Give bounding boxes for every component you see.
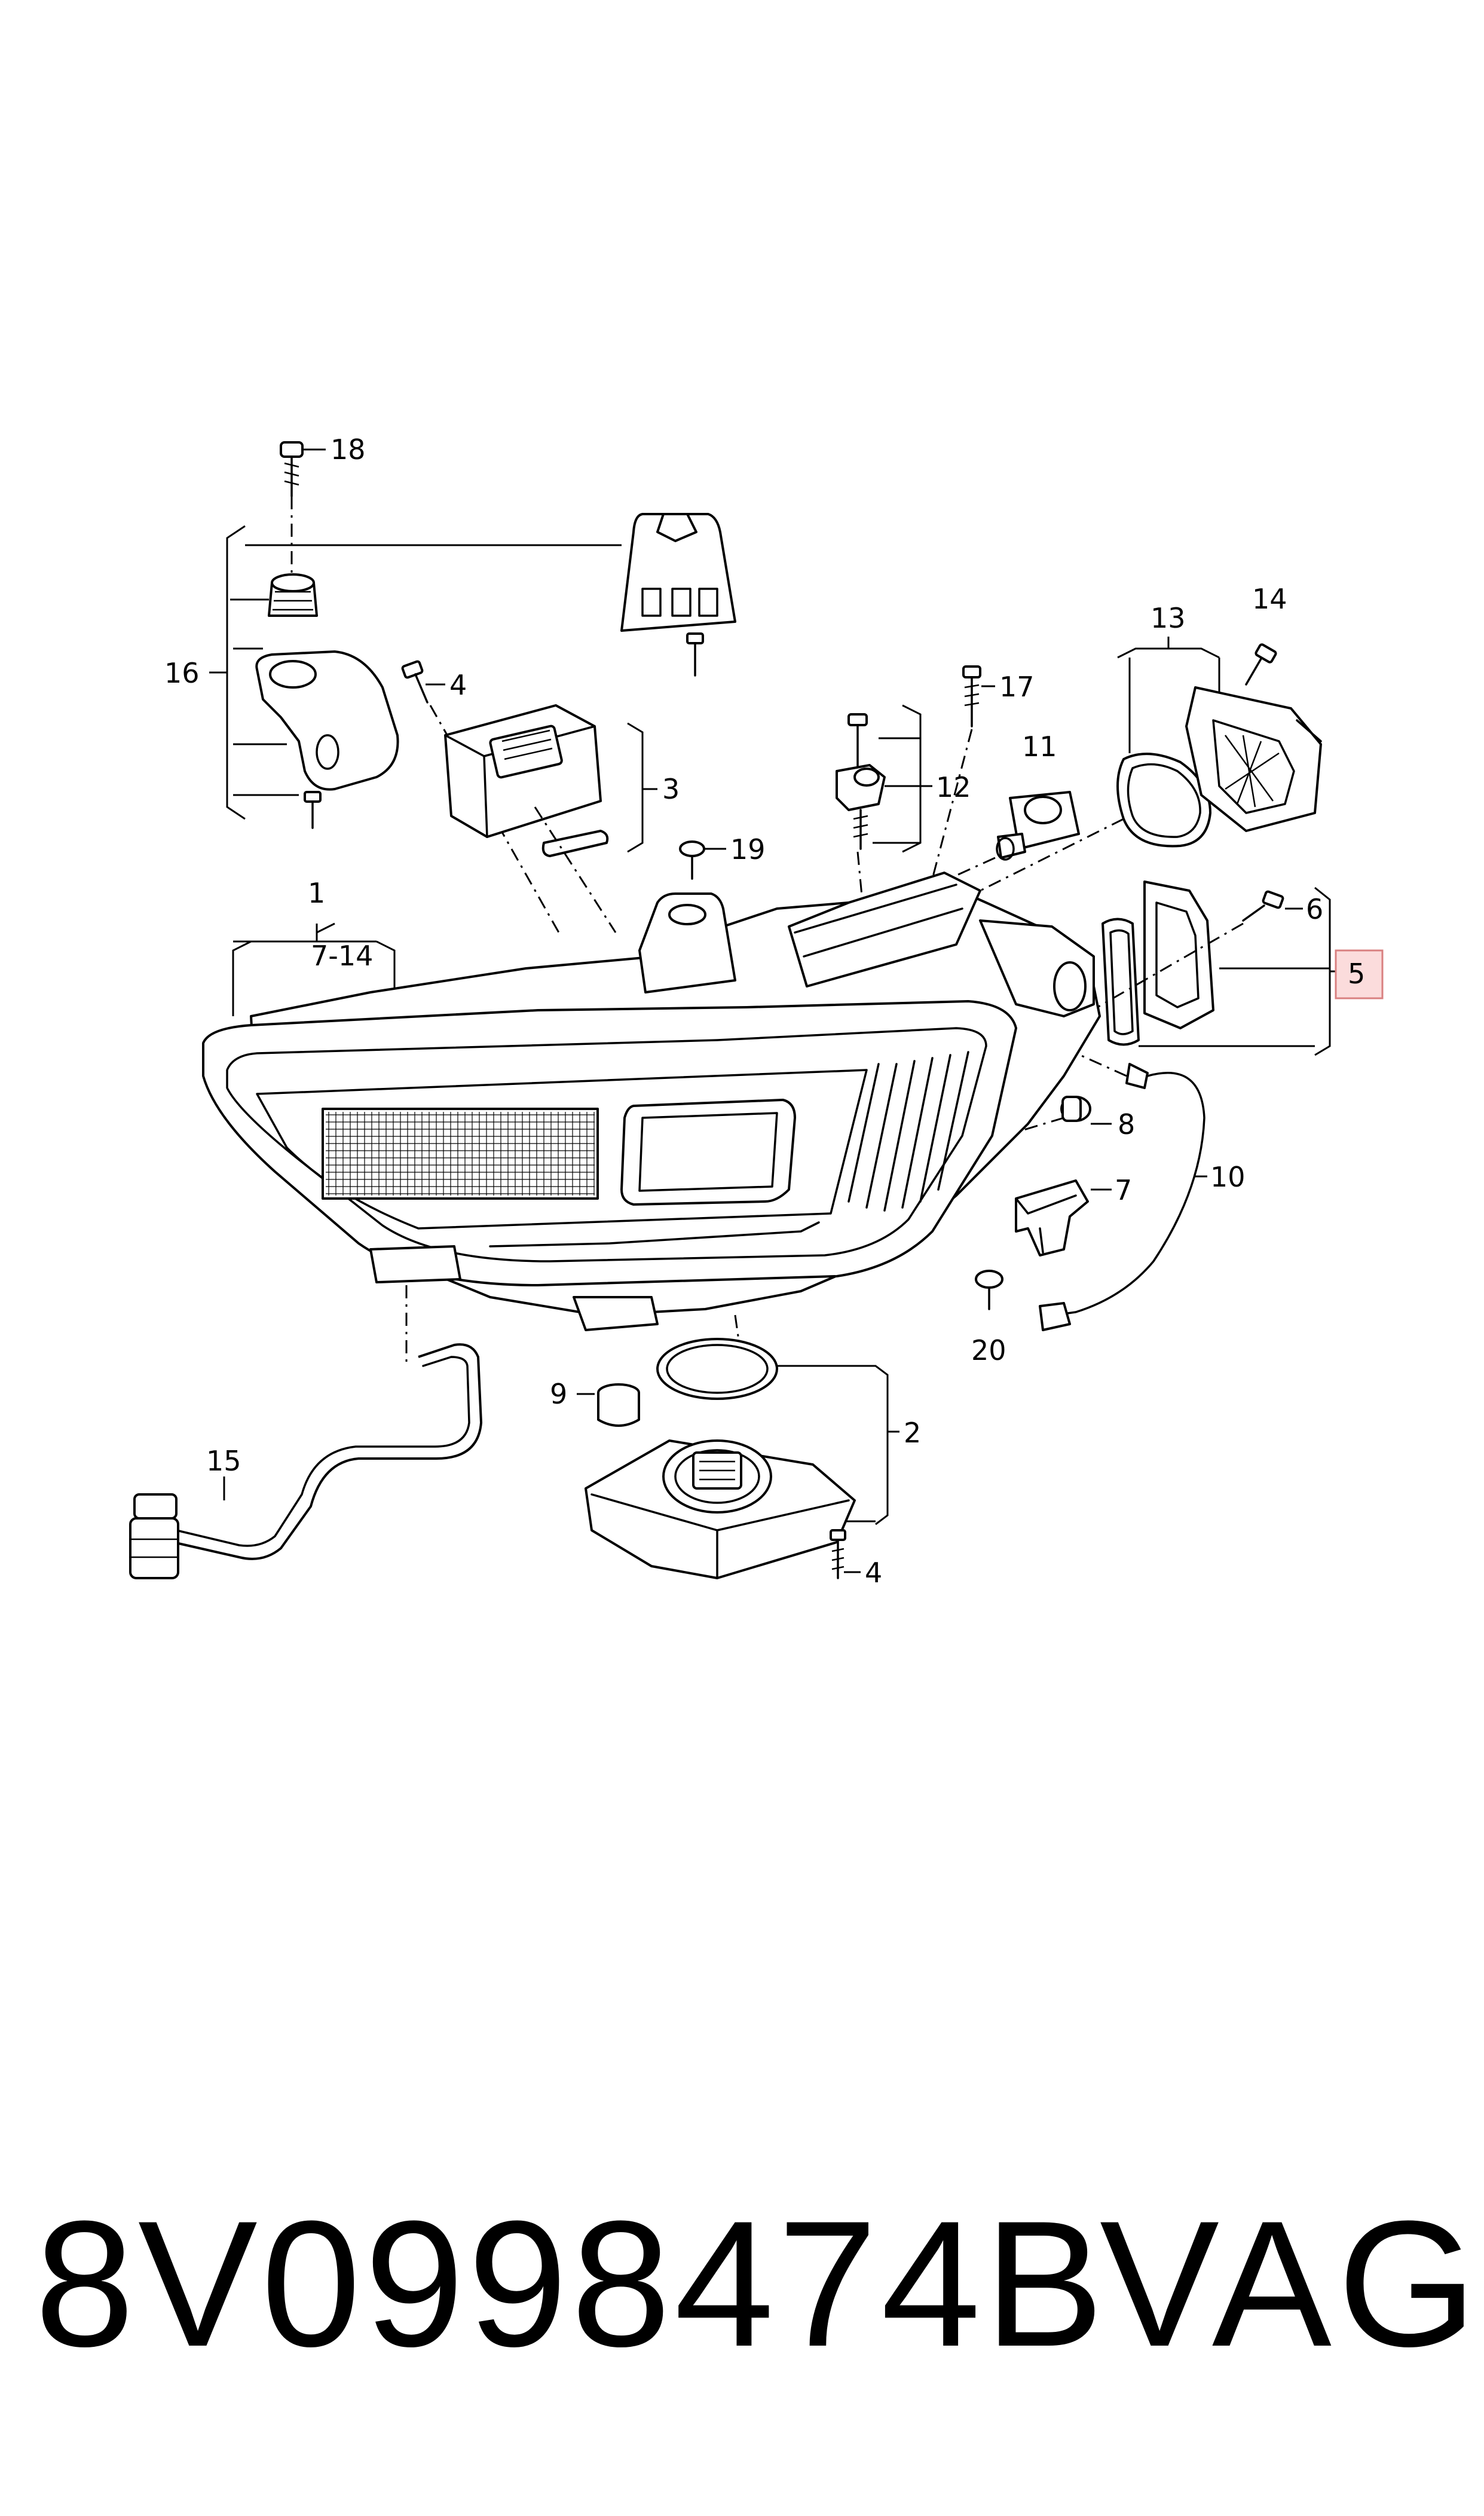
part-2-ballast: [585, 1338, 899, 1579]
callout-19[interactable]: 19: [730, 833, 766, 866]
led-matrix-grid: [326, 1112, 595, 1196]
part-3-control-module: [444, 704, 657, 857]
callout-15[interactable]: 15: [206, 1445, 241, 1477]
part-7-bracket: [1015, 1179, 1112, 1257]
upper-mount-cap: [620, 513, 736, 677]
callout-18[interactable]: 18: [331, 433, 366, 466]
callout-2[interactable]: 2: [904, 1417, 921, 1449]
callout-5[interactable]: 5: [1348, 958, 1365, 990]
callout-1[interactable]: 1: [308, 877, 325, 909]
part-20-screw: [975, 1270, 1003, 1310]
part-17-screw: [962, 665, 995, 727]
callout-8[interactable]: 8: [1118, 1108, 1135, 1141]
part-6-screw: [1242, 890, 1303, 922]
part-1-headlamp-housing: [202, 872, 1101, 1331]
part-number: 8V0998474B: [35, 2183, 1107, 2384]
callout-7[interactable]: 7: [1115, 1174, 1132, 1206]
part-16-bracket-assembly: [209, 525, 622, 829]
part-8-socket: [1060, 1096, 1112, 1125]
callout-17[interactable]: 17: [999, 671, 1035, 703]
part-10-wiring: [1039, 1063, 1207, 1331]
part-13-cover-cap: [1116, 637, 1322, 848]
part-14-screw: [1245, 643, 1277, 686]
part-11-actuator: [996, 791, 1080, 861]
part-15-cable: [129, 1343, 482, 1579]
callout-13[interactable]: 13: [1151, 602, 1186, 634]
callout-12[interactable]: 12: [936, 771, 971, 803]
part-4-screw-bottom: [830, 1529, 861, 1579]
callout-5-highlight[interactable]: 5: [1335, 949, 1384, 999]
callout-6[interactable]: 6: [1306, 893, 1323, 925]
part-12-adjuster: [836, 704, 932, 853]
part-5-cover-assembly: [1101, 881, 1336, 1056]
callout-7-14[interactable]: 7-14: [311, 940, 373, 972]
footer-caption: 8V0998474B VAG: [0, 2188, 1484, 2379]
callout-4-bottom[interactable]: 4: [865, 1557, 882, 1589]
callout-14[interactable]: 14: [1252, 583, 1287, 615]
part-18-screw: [280, 441, 326, 497]
part-19-screw: [679, 840, 726, 880]
callout-10[interactable]: 10: [1210, 1161, 1246, 1193]
part-4-screw-top: [401, 660, 445, 704]
callout-3[interactable]: 3: [662, 773, 680, 805]
callout-11[interactable]: 11: [1022, 730, 1057, 763]
callout-20[interactable]: 20: [971, 1334, 1006, 1366]
callout-9[interactable]: 9: [550, 1378, 567, 1410]
part-9-grommet: [577, 1383, 640, 1427]
callout-4-top[interactable]: 4: [449, 669, 467, 701]
brand-name: VAG: [1100, 2183, 1483, 2384]
callout-16[interactable]: 16: [164, 657, 200, 689]
